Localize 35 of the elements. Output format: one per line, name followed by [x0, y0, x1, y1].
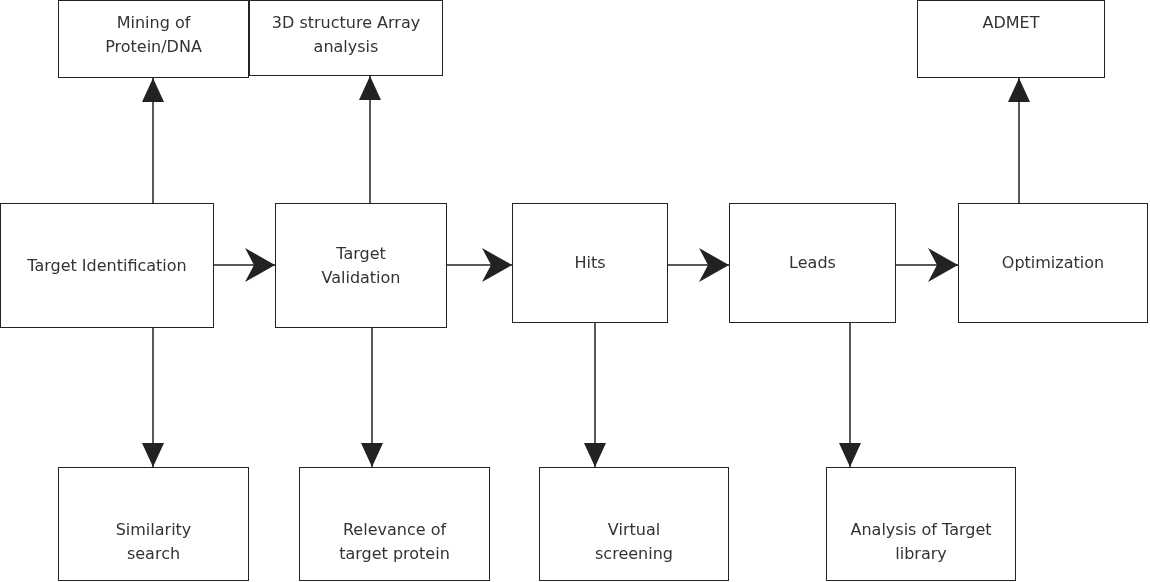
arrow — [667, 248, 730, 282]
process-box — [275, 203, 447, 328]
process-box — [0, 203, 214, 328]
box-label: Leads — [788, 252, 837, 274]
arrow — [213, 248, 276, 282]
arrow — [142, 77, 164, 204]
box-label: Virtual screening — [594, 519, 674, 565]
arrow — [446, 248, 513, 282]
box-label: Hits — [573, 252, 607, 274]
process-box — [826, 467, 1016, 581]
box-label: 3D structure Array analysis — [271, 12, 421, 58]
process-box — [539, 467, 729, 581]
box-label: Optimization — [1000, 252, 1106, 274]
process-box — [512, 203, 668, 323]
arrow — [359, 75, 381, 204]
process-box — [917, 0, 1105, 78]
box-label: Mining of Protein/DNA — [104, 12, 203, 58]
process-box — [958, 203, 1148, 323]
arrow — [1008, 77, 1030, 204]
process-box — [249, 0, 443, 76]
process-box — [729, 203, 896, 323]
box-label: ADMET — [981, 12, 1041, 34]
arrow — [895, 248, 959, 282]
box-label: Target Identification — [27, 254, 187, 277]
box-label: Relevance of target protein — [338, 519, 451, 565]
arrow — [584, 322, 606, 468]
arrow — [142, 327, 164, 468]
box-label: Analysis of Target library — [849, 519, 993, 565]
arrow — [361, 327, 383, 468]
process-box — [58, 0, 249, 78]
box-label: Similarity search — [114, 519, 193, 565]
process-box — [299, 467, 490, 581]
box-label: Target Validation — [320, 242, 402, 289]
arrow — [839, 322, 861, 468]
process-box — [58, 467, 249, 581]
